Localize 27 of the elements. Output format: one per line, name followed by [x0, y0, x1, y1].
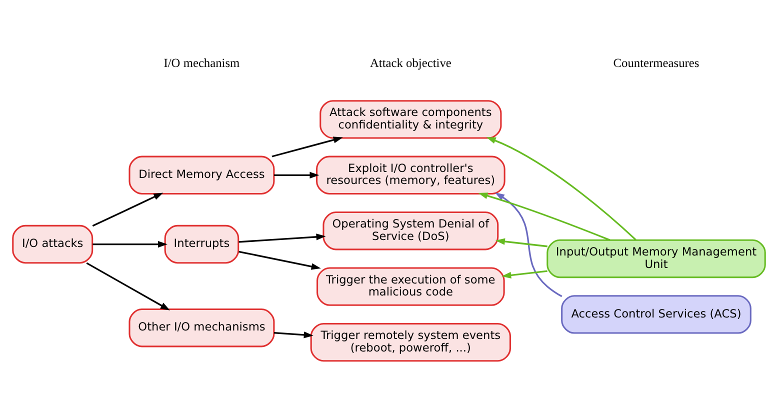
label: I/O mechanism — [164, 55, 240, 70]
arrow — [92, 192, 164, 226]
node-box: Exploit I/O controller's resources (memory, features) — [316, 155, 506, 194]
arrow — [486, 136, 636, 240]
arrow — [502, 270, 548, 278]
node-box: Access Control Services (ACS) — [561, 294, 752, 334]
label: Countermeasures — [613, 55, 700, 70]
arrow — [274, 331, 314, 338]
arrow — [272, 136, 343, 157]
arrow — [238, 233, 326, 242]
node-box: Operating System Denial of Service (DoS) — [322, 211, 499, 250]
node-box: Interrupts — [164, 224, 240, 264]
arrow — [494, 192, 562, 297]
arrow — [86, 262, 170, 310]
node-box: Attack software components confidentiality & integrity — [320, 100, 502, 138]
node-box: Trigger the execution of some malicious code — [316, 266, 505, 306]
arrow — [495, 238, 548, 247]
arrow — [274, 171, 320, 178]
node-box: Input/Output Memory Management Unit — [546, 238, 766, 278]
node-box: Trigger remotely system events (reboot, poweroff, ...) — [310, 322, 512, 362]
arrow — [238, 250, 321, 270]
label: Attack objective — [370, 55, 452, 70]
node-box: Direct Memory Access — [128, 155, 275, 194]
arrow — [92, 240, 168, 248]
node-box: I/O attacks — [12, 224, 94, 264]
arrow — [478, 192, 610, 240]
node-box: Other I/O mechanisms — [128, 308, 275, 347]
